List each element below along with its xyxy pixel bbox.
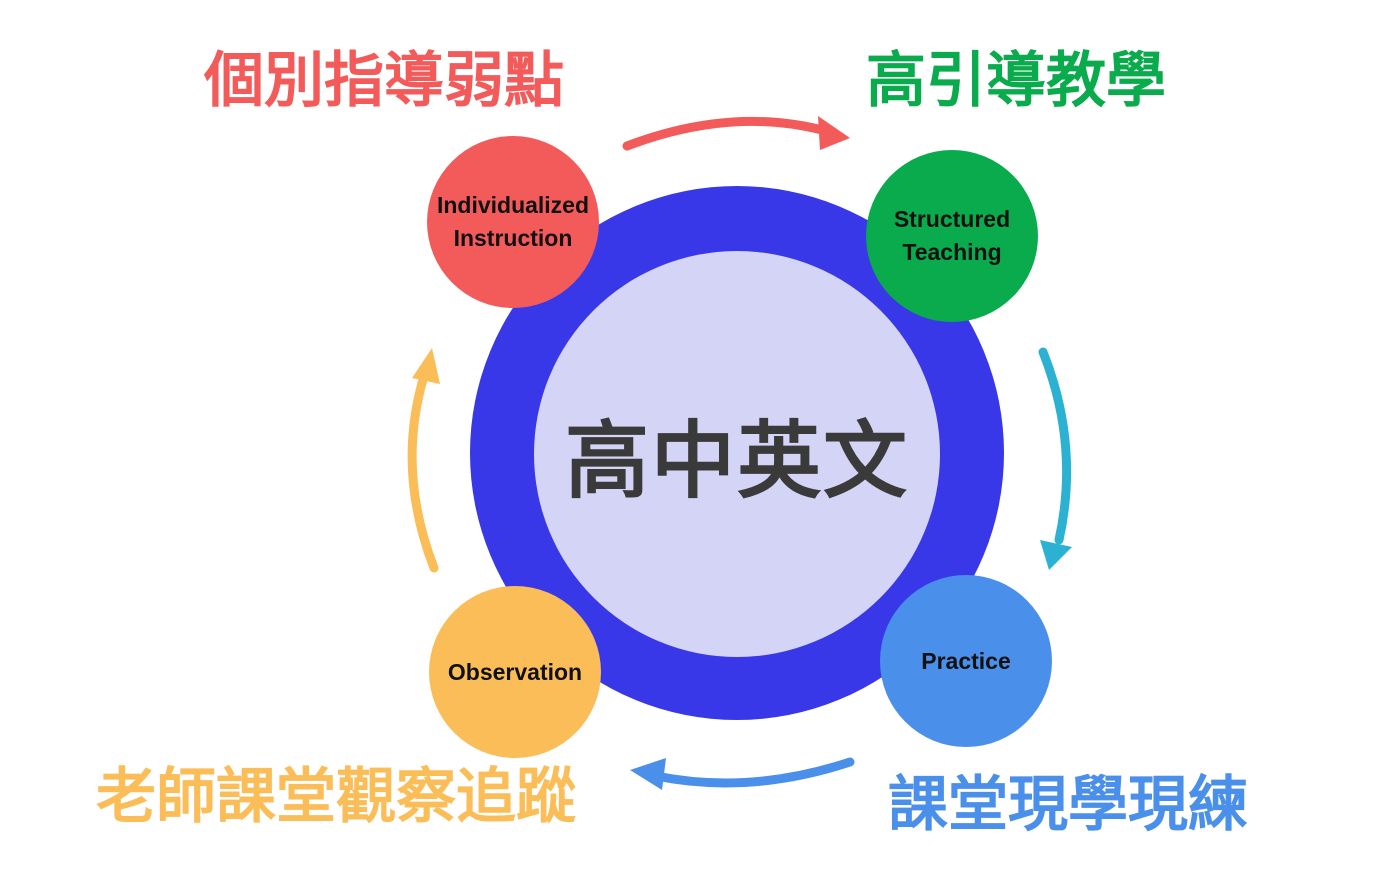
stage-structured-label: Structured Teaching — [893, 206, 1011, 265]
stage-observation-node: Observation — [429, 586, 601, 758]
phase-practice-title: 課堂現學現練 — [888, 770, 1248, 840]
stage-structured-node: Structured Teaching — [866, 150, 1038, 322]
stage-practice-label: Practice — [921, 647, 1011, 674]
arrow-individualized-to-structured — [622, 116, 831, 151]
arrow-observation-to-individualized — [407, 371, 439, 573]
arrow-head-blue — [630, 758, 666, 790]
arrow-head-red — [818, 116, 850, 150]
phase-individualized-title: 個別指導弱點 — [204, 46, 564, 116]
stage-individualized-node: Individualized Instruction — [427, 136, 599, 308]
phase-observation-title: 老師課堂觀察追蹤 — [96, 762, 576, 832]
center-title: 高中英文 — [564, 411, 909, 510]
phase-structured-title: 高引導教學 — [866, 46, 1166, 116]
arrow-head-cyan — [1040, 540, 1072, 570]
stage-individualized-label: Individualized Instruction — [436, 192, 590, 251]
stage-practice-node: Practice — [880, 575, 1052, 747]
arrow-structured-to-practice — [1038, 347, 1072, 545]
arrow-head-orange — [412, 348, 440, 384]
stage-observation-label: Observation — [447, 658, 583, 685]
center-circle: 高中英文 — [534, 251, 940, 657]
arrow-practice-to-observation — [651, 757, 855, 788]
